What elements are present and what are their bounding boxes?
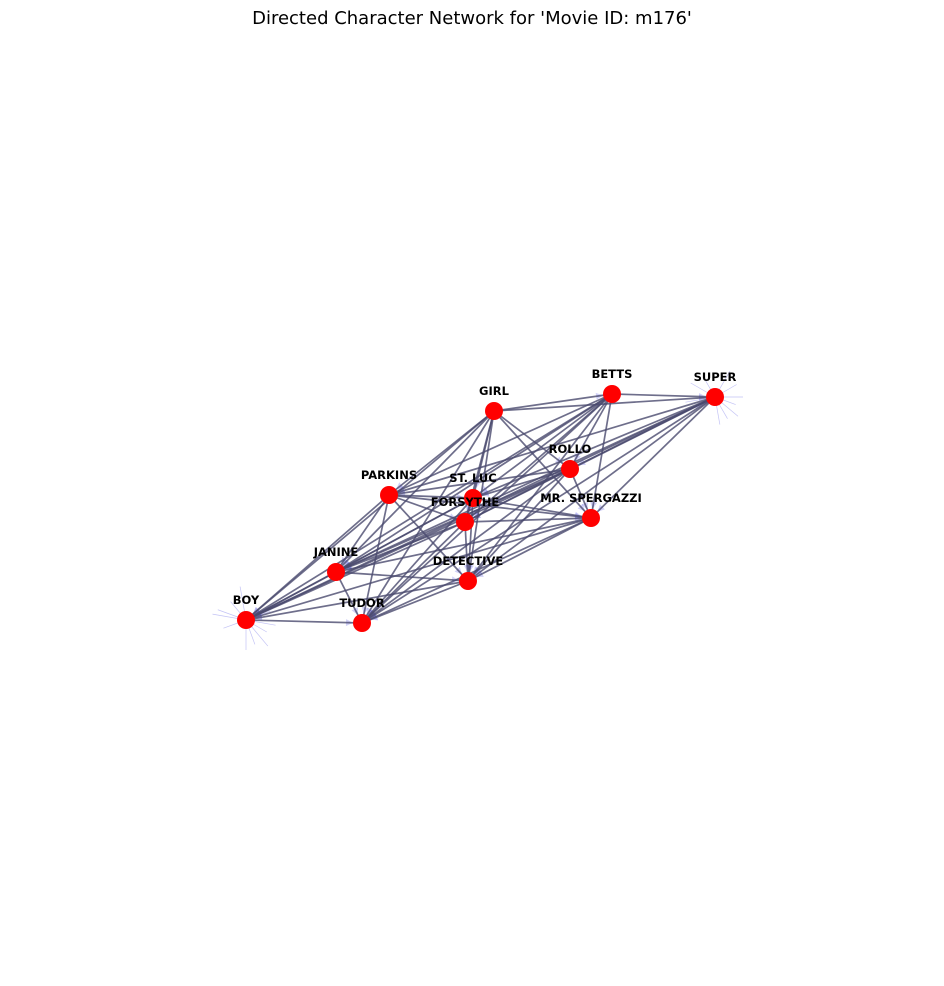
node-janine	[327, 563, 345, 581]
edge-janine-to-boy	[245, 571, 337, 621]
edge-parkins-to-tudor	[361, 494, 390, 624]
edge-boy-to-tudor	[245, 619, 363, 624]
edge-betts-to-detective	[467, 393, 613, 582]
node-boy	[237, 611, 255, 629]
edge-betts-to-super	[611, 393, 716, 398]
edges-layer	[245, 393, 716, 624]
edge-betts-to-boy	[245, 393, 613, 621]
node-super	[706, 388, 724, 406]
edge-girl-to-boy	[245, 410, 495, 621]
labels-layer: GIRL BETTS SUPER ROLLO PARKINS ST. LUC FORSYTH…	[233, 367, 737, 610]
node-girl	[485, 402, 503, 420]
edge-mr-spergazzi-to-tudor	[361, 517, 592, 624]
page-title: Directed Character Network for 'Movie ID…	[252, 8, 692, 29]
edge-super-to-detective	[467, 396, 716, 582]
node-label-rollo: ROLLO	[549, 442, 592, 456]
edge-super-to-tudor	[361, 396, 716, 624]
edge-forsythe-to-mr-spergazzi	[464, 517, 592, 523]
edge-rollo-to-detective	[467, 468, 571, 582]
edge-detective-to-tudor	[361, 580, 469, 624]
node-mr-spergazzi	[582, 509, 600, 527]
edge-parkins-to-st-luc	[388, 494, 474, 499]
node-label-tudor: TUDOR	[339, 596, 385, 610]
edge-st-luc-to-mr-spergazzi	[472, 497, 592, 519]
node-label-detective: DETECTIVE	[433, 554, 504, 568]
edge-rollo-to-parkins	[388, 468, 571, 496]
edge-st-luc-to-tudor	[361, 497, 474, 624]
edge-betts-to-mr-spergazzi	[590, 393, 613, 519]
edge-detective-to-boy	[245, 580, 469, 621]
edge-super-to-st-luc	[472, 396, 716, 499]
edge-forsythe-to-detective	[464, 521, 469, 582]
edge-parkins-to-mr-spergazzi	[388, 494, 592, 519]
node-label-mr-spergazzi: MR. SPERGAZZI	[540, 491, 642, 505]
nodes-layer	[237, 385, 724, 632]
edge-girl-to-rollo	[493, 410, 571, 470]
edge-st-luc-to-detective	[467, 497, 474, 582]
node-label-betts: BETTS	[592, 367, 633, 381]
edge-girl-to-tudor	[361, 410, 495, 624]
edge-janine-to-tudor	[335, 571, 363, 624]
edge-betts-to-parkins	[388, 393, 613, 496]
edge-janine-to-detective	[335, 571, 469, 582]
node-st-luc	[464, 489, 482, 507]
edge-parkins-to-forsythe	[388, 494, 466, 523]
edge-forsythe-to-tudor	[361, 521, 466, 624]
edge-girl-to-betts	[493, 393, 613, 412]
node-label-super: SUPER	[694, 370, 737, 384]
node-tudor	[353, 614, 371, 632]
edge-mr-spergazzi-to-boy	[245, 517, 592, 621]
edge-mr-spergazzi-to-janine	[335, 517, 592, 573]
node-label-girl: GIRL	[479, 384, 510, 398]
edge-parkins-to-boy	[245, 494, 390, 621]
node-label-parkins: PARKINS	[361, 468, 417, 482]
edge-parkins-to-janine	[335, 494, 390, 573]
edge-forsythe-to-boy	[245, 521, 466, 621]
node-label-forsythe: FORSYTHE	[431, 495, 500, 509]
edge-girl-to-mr-spergazzi	[493, 410, 592, 519]
node-label-st-luc: ST. LUC	[449, 471, 496, 485]
edge-rollo-to-st-luc	[472, 468, 571, 499]
node-label-boy: BOY	[233, 593, 260, 607]
node-forsythe	[456, 513, 474, 531]
edge-super-to-mr-spergazzi	[590, 396, 716, 519]
node-label-janine: JANINE	[313, 545, 359, 559]
node-parkins	[380, 486, 398, 504]
edge-betts-to-rollo	[569, 393, 613, 470]
edge-forsythe-to-janine	[335, 521, 466, 573]
edge-betts-to-st-luc	[472, 393, 613, 499]
edge-mr-spergazzi-to-detective	[467, 517, 592, 582]
node-betts	[603, 385, 621, 403]
node-rollo	[561, 460, 579, 478]
edge-super-to-parkins	[388, 396, 716, 496]
node-detective	[459, 572, 477, 590]
